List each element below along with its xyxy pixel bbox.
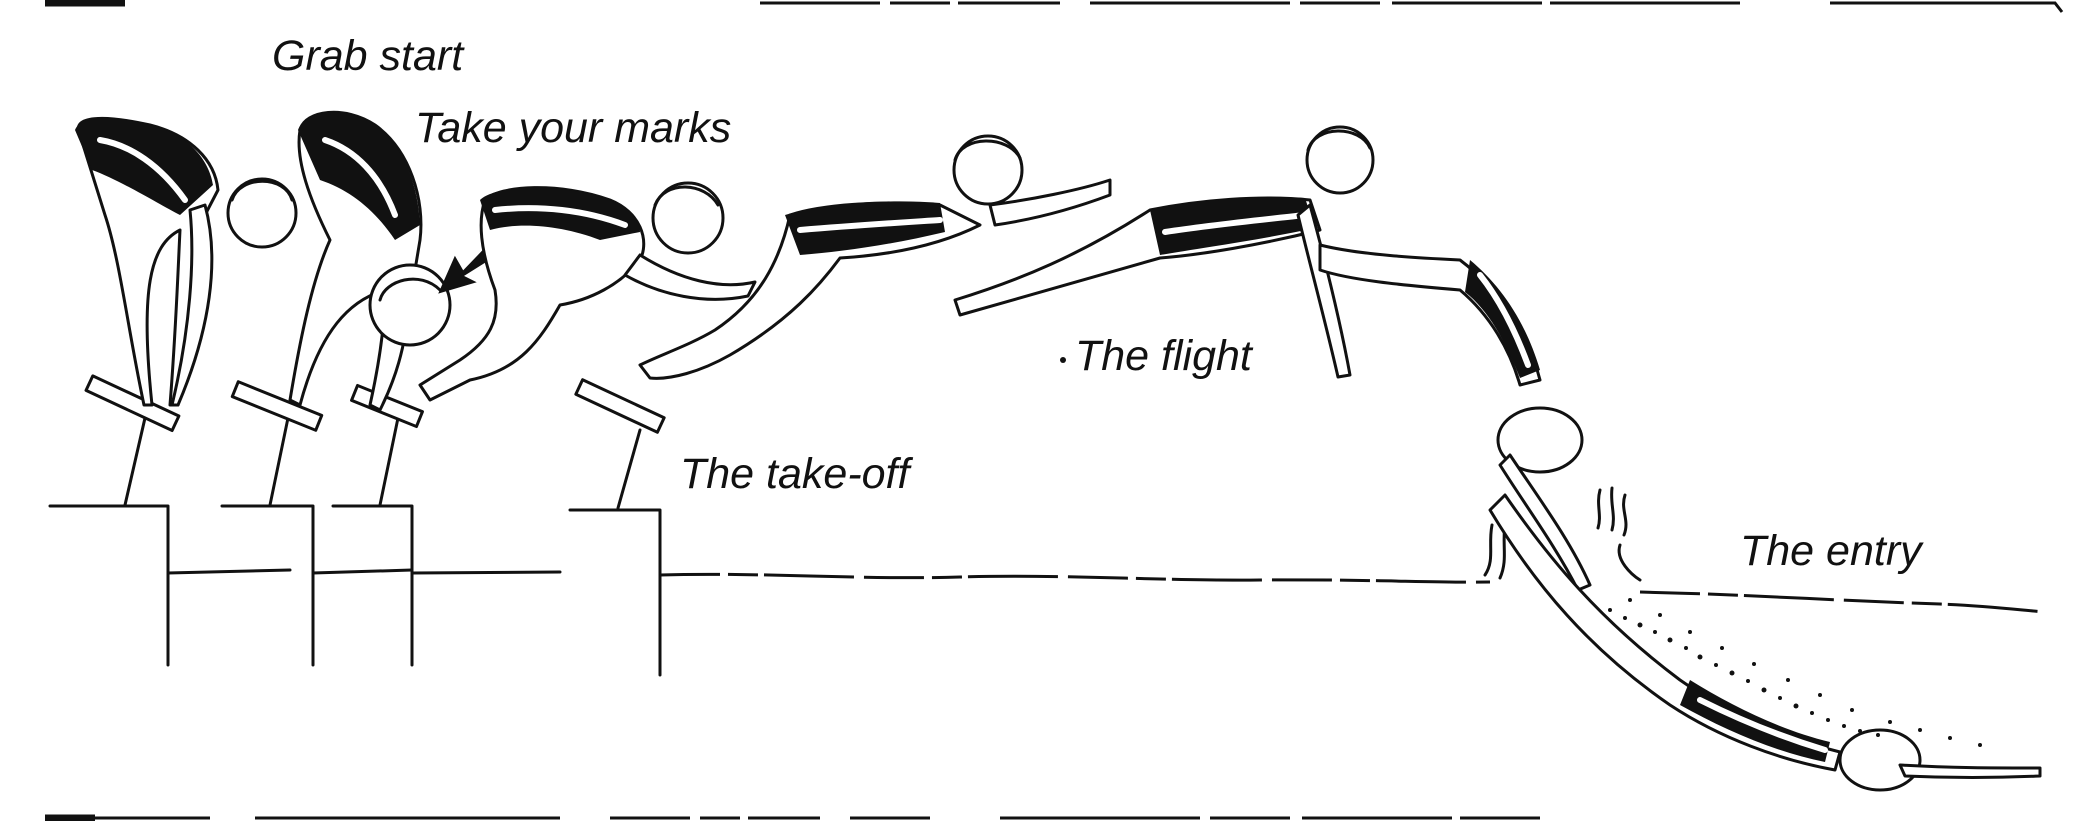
bubble-trail	[1608, 598, 1982, 747]
splash	[1483, 486, 1642, 582]
label-take-your-marks: Take your marks	[415, 104, 731, 152]
starting-block	[574, 378, 666, 510]
top-border	[45, 0, 2064, 13]
label-grab-start: Grab start	[272, 32, 465, 80]
swimmer-take-off	[638, 134, 1112, 380]
label-take-off: The take-off	[680, 450, 913, 498]
water-surface	[659, 572, 2046, 614]
label-entry: The entry	[1740, 527, 1924, 575]
starting-block	[230, 380, 324, 507]
swimmer-crouch	[418, 181, 757, 402]
swimmer-entry	[1488, 493, 2042, 792]
starting-block	[84, 374, 181, 507]
swimmer-grab-start	[75, 117, 298, 407]
starting-blocks	[84, 374, 666, 510]
swimmer-take-your-marks	[288, 110, 452, 412]
swimmer-dive	[1318, 243, 1592, 592]
label-flight: The flight	[1075, 332, 1254, 380]
stray-dot	[1060, 357, 1066, 363]
pool-walls	[48, 504, 662, 677]
swimmer-flight	[953, 125, 1375, 379]
starting-block	[350, 383, 424, 507]
